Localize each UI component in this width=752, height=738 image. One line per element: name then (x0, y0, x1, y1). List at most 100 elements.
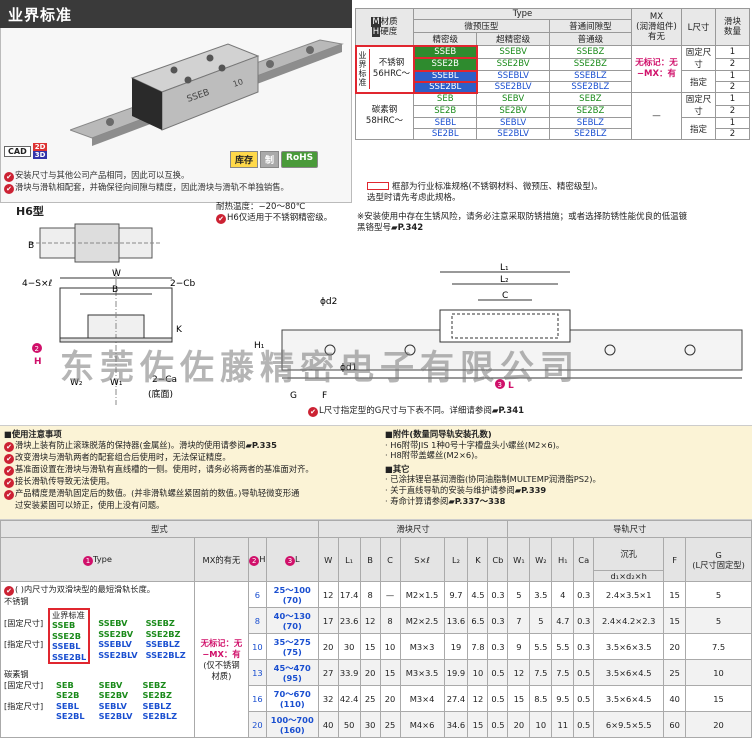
col-header: F (663, 537, 687, 582)
type-name: SEBZ (142, 679, 167, 690)
mx2-text: −MX：有 (202, 648, 241, 659)
check-icon: ✔ (4, 184, 14, 194)
cad-download[interactable]: CAD 2D 3D (4, 143, 48, 159)
col-header: L₂ (443, 537, 469, 582)
cell: 4.5 (467, 581, 489, 608)
cell: M3×3 (399, 633, 445, 660)
install-note-line1: ※安装使用中存在生锈风险，请务必注意采取防锈措施；或者选择防锈性能优良的低温镀 (357, 212, 688, 222)
block-count: 2 (715, 57, 750, 71)
l-min-text: (95) (282, 672, 302, 683)
carbon-l-labels: [固定尺寸][指定尺寸] (4, 680, 56, 722)
precision-header: 精密级 (412, 32, 478, 46)
type-name: SSEBV (98, 618, 128, 628)
cell: 15 (379, 659, 401, 686)
cell: 9.7 (443, 581, 469, 608)
cell: M3×3.5 (399, 659, 445, 686)
mx-note1: 无标记：无 (635, 58, 678, 68)
cell: 12 (467, 685, 489, 712)
legend-text: 框部为行业标准规格(不锈钢材料、微预压、精密级型)。 (392, 182, 603, 192)
cell: 20 (507, 711, 531, 738)
g-header: G(L尺寸固定型) (685, 537, 752, 582)
usage-notes: ■使用注意事项 ✔滑块上装有防止滚珠脱落的保持器(金属丝)。滑块的使用请参阅▰P… (4, 429, 379, 510)
l-range: 25～100(70) (265, 581, 319, 608)
type-cell: SE2BZ (548, 104, 633, 118)
photo-size: 10 (232, 77, 245, 89)
type-cell: SSE2BL (412, 80, 478, 94)
legend-note: 框部为行业标准规格(不锈钢材料、微预压、精密级型)。 选型时请先考虑此规格。 (367, 182, 752, 204)
notes-panel: ■使用注意事项 ✔滑块上装有防止滚珠脱落的保持器(金属丝)。滑块的使用请参阅▰P… (0, 425, 752, 520)
cell: 0.3 (487, 581, 509, 608)
cell: 5 (507, 581, 531, 608)
cell: 10 (379, 633, 401, 660)
fixed-label: [固定尺寸] (4, 618, 44, 628)
cut-badge: 制 (260, 151, 280, 168)
stainless-v-types: SSEBV SSE2BV SSEBLV SSE2BLV (98, 608, 137, 665)
page-ref-link[interactable]: ▰P.335 (245, 439, 277, 450)
page-ref-link[interactable]: ▰P.342 (391, 223, 423, 233)
other-item: · 关于直线导轨的安装与维护请参阅▰P.339 (385, 485, 750, 496)
l-specified: 指定 (681, 70, 716, 93)
type-cell: SEBLV (476, 117, 550, 129)
cad-3d-button[interactable]: 3D (32, 151, 48, 159)
mx1-text: 无标记：无 (200, 637, 243, 648)
cell: 15 (663, 607, 687, 634)
col-header: d₁×d₂×h (593, 570, 665, 582)
mx-header: MX(润滑组件)有无 (631, 8, 682, 46)
type-name: SE2BLZ (142, 711, 178, 721)
g-header-text: G (715, 549, 722, 560)
carbon-text: 碳素钢 (371, 105, 398, 115)
check-icon: ✔ (308, 407, 318, 417)
type-cell: SE2B (412, 104, 478, 118)
other-item: · 已涂抹锂皂基润滑脂(协同油脂制MULTEMP润滑脂PS2)。 (385, 474, 601, 485)
col-header: W₂ (529, 537, 553, 582)
page-ref-link[interactable]: ▰P.337～338 (448, 495, 506, 506)
type-cell: SSE2B (412, 57, 478, 72)
h-value: 13 (247, 659, 267, 686)
watermark: 东莞佐佐藤精密电子有限公司 (60, 348, 580, 388)
check-icon: ✔ (216, 214, 226, 224)
top-note-text: 安装尺寸与其他公司产品相同，因此可以互换。 (15, 170, 190, 180)
usage-note-text: 滑块上装有防止滚珠脱落的保持器(金属丝)。滑块的使用请参阅 (15, 439, 246, 450)
cell: 15 (359, 633, 381, 660)
cell: 27 (317, 659, 339, 686)
specified-label: [指定尺寸] (4, 639, 44, 649)
num1-icon: 1 (82, 555, 93, 566)
mx-label: MX (649, 12, 664, 22)
h-value: 20 (247, 711, 267, 738)
col-header: Ca (573, 537, 595, 582)
w-label: W (112, 269, 121, 279)
usage-note-text: 基准面设置在滑块与滑轨有直线槽的一侧。使用时，请务必将两者的基准面对齐。 (15, 463, 314, 474)
cell: 17.4 (337, 581, 361, 608)
hardness-label: 硬度 (380, 27, 398, 37)
stainless-hrc: 56HRC～ (372, 69, 411, 79)
cell: 17 (317, 607, 339, 634)
block-count: 2 (715, 128, 750, 140)
cell: 13.6 (443, 607, 469, 634)
temp-line2: H6仅适用于不锈钢精密级。 (227, 213, 333, 223)
preload-header: 微预压型 (413, 19, 550, 33)
type-cell: SSEBZ (548, 45, 633, 59)
usage-note: ✔改变滑块与滑轨两者的配套组合后使用时，无法保证精度。 (4, 452, 379, 464)
page-ref-link[interactable]: ▰P.339 (514, 484, 547, 495)
l-header: L尺寸 (681, 8, 716, 46)
l-range: 35～275(75) (265, 633, 319, 660)
cell: 8.5 (529, 685, 553, 712)
b-label-h6: B (28, 241, 34, 251)
cell: 5 (685, 581, 752, 608)
cell: M2×2.5 (399, 607, 445, 634)
install-note: ※安装使用中存在生锈风险，请务必注意采取防锈措施；或者选择防锈性能优良的低温镀 … (357, 212, 751, 234)
cell: 25 (379, 711, 401, 738)
cell: 5 (685, 607, 752, 634)
page-ref-link[interactable]: ▰P.341 (492, 406, 524, 416)
cad-2d-button[interactable]: 2D (32, 143, 48, 151)
industry-text: 业界标准 (358, 51, 367, 87)
k-label: K (176, 325, 183, 335)
col-header: H₁ (551, 537, 575, 582)
type-cell: SE2BL (412, 128, 478, 140)
h-value: 8 (247, 607, 267, 634)
cell: 5.5 (529, 633, 553, 660)
cell: 12 (507, 659, 531, 686)
usage-notes-heading: ■使用注意事项 (4, 429, 62, 439)
cell: 42.4 (337, 685, 361, 712)
